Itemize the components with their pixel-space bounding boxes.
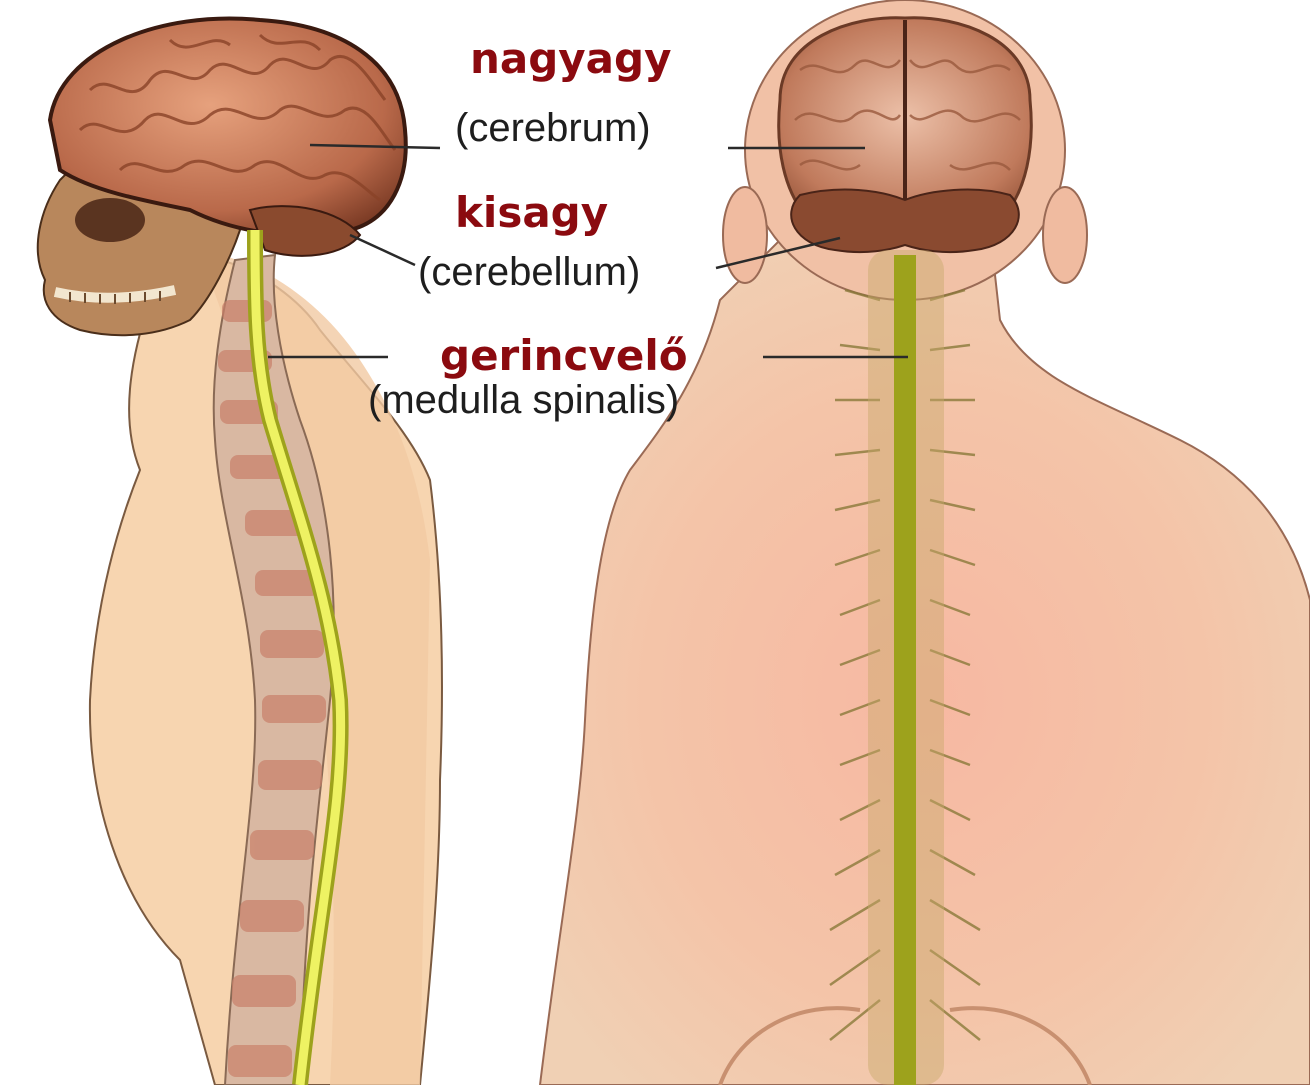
spinal-cord-latin-label: (medulla spinalis) [368, 380, 679, 420]
cerebellum-hungarian-label: kisagy [455, 192, 608, 234]
cerebrum-hungarian-label: nagyagy [470, 38, 671, 80]
cerebellum-leader-left [350, 235, 415, 265]
cerebellum-latin-label: (cerebellum) [418, 252, 640, 292]
cerebrum-latin-label: (cerebrum) [455, 108, 651, 148]
side-view-figure [38, 18, 442, 1085]
spinal-cord-hungarian-label: gerincvelő [440, 335, 688, 377]
back-view-figure [540, 0, 1310, 1085]
